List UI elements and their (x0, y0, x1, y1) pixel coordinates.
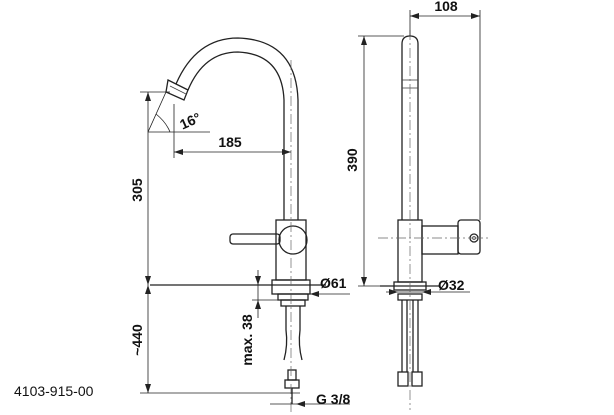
lever-hub (278, 225, 308, 255)
side-dimensions: 108 390 Ø32 (344, 0, 481, 295)
side-fitting-right (411, 371, 423, 387)
reach-arrow-right (282, 149, 291, 155)
height-arrow-top (145, 92, 151, 101)
connection-arrow (296, 401, 305, 407)
front-view (150, 37, 326, 415)
hose-left (283, 306, 288, 361)
side-lever-cap (457, 219, 481, 255)
body-diameter-label: Ø32 (438, 277, 465, 293)
hose-right (298, 306, 303, 361)
deck-thickness-arrow-bottom (255, 300, 261, 309)
spout-inner-curve (187, 51, 285, 220)
total-height-arrow-top (361, 36, 367, 45)
side-lever-housing (421, 225, 459, 255)
base-diameter-arrow (310, 291, 319, 297)
deck-thickness-arrow-top (255, 276, 261, 285)
below-deck-label: ~440 (129, 324, 145, 356)
depth-arrow-left (410, 13, 419, 19)
shank-nut (280, 299, 306, 307)
spout-aerator-line (169, 85, 187, 95)
angle-arc (155, 113, 171, 133)
fitting-upper (287, 369, 297, 381)
reach-arrow-left (174, 149, 183, 155)
depth-label: 108 (434, 0, 458, 14)
shank-top (277, 293, 309, 301)
height-label: 305 (129, 178, 145, 202)
spout-tip (165, 79, 189, 101)
total-height-label: 390 (344, 148, 360, 172)
body-diameter-arrow-right (422, 289, 431, 295)
connection-label: G 3/8 (316, 391, 350, 407)
height-arrow-bottom (145, 276, 151, 285)
deck-thickness-label: max. 38 (239, 314, 255, 366)
body-diameter-arrow-left (389, 289, 398, 295)
below-deck-arrow-bottom (145, 384, 151, 393)
side-fitting-left (397, 371, 409, 387)
base-diameter-label: Ø61 (320, 275, 347, 291)
spout-angle-label: 16° (177, 109, 203, 132)
total-height-arrow-bottom (361, 277, 367, 286)
spout-outer-curve (175, 37, 299, 220)
below-deck-arrow-top (145, 285, 151, 294)
part-number-label: 4103-915-00 (14, 383, 94, 399)
front-dimensions: 16° 185 305 ~440 max. 38 Ø61 G 3/8 (129, 91, 350, 407)
reach-label: 185 (218, 134, 242, 150)
depth-arrow-right (471, 13, 480, 19)
angle-line-1 (147, 91, 167, 133)
lever-handle (229, 233, 281, 245)
side-view (378, 30, 488, 410)
fitting-lower (284, 379, 300, 389)
